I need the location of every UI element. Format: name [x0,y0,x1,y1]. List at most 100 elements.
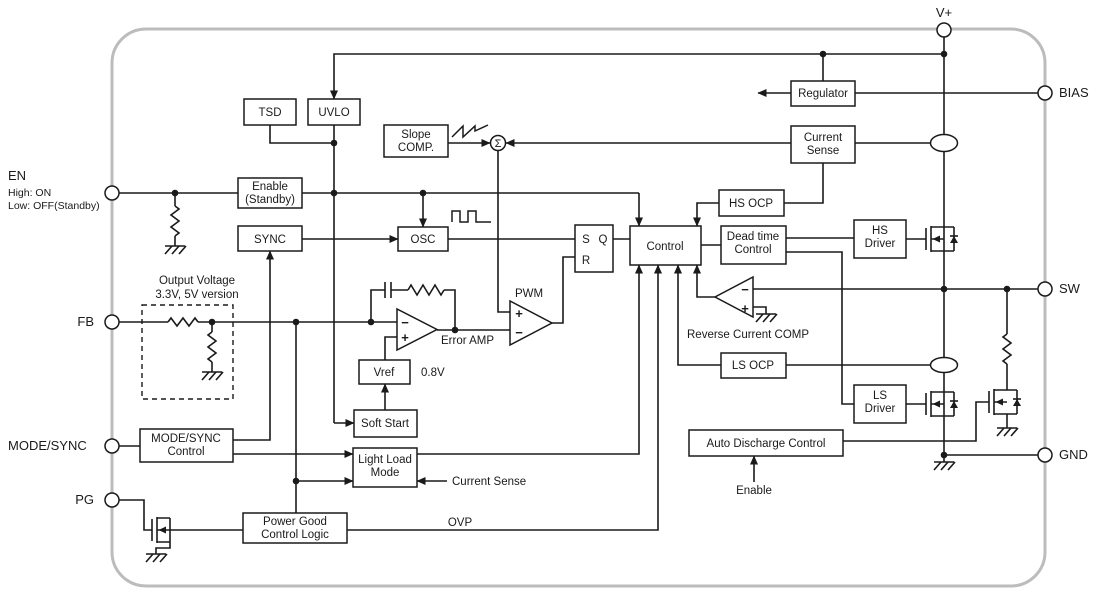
fb-divider-resistor-icon [206,331,218,363]
enable-input-label: Enable [736,485,772,497]
block-dead-time-label1: Dead time [727,231,779,243]
discharge-mosfet-icon [988,388,1022,416]
pin-sw: SW [1037,281,1081,297]
block-mode-sync-control: MODE/SYNC Control [139,428,234,463]
pin-bias-label: BIAS [1059,85,1089,100]
pin-pg: PG [75,492,120,508]
gnd-rail-ground-icon [933,461,956,471]
block-auto-discharge-label: Auto Discharge Control [707,438,826,450]
latch-s-label: S [582,234,590,246]
block-dead-time-control: Dead time Control [720,225,787,265]
pwm-comparator-icon: + − [509,299,554,347]
latch-r-label: R [582,255,590,267]
block-hs-ocp: HS OCP [718,189,785,217]
block-llm-label1: Light Load [358,454,412,466]
feedback-capacitor-icon [384,282,392,298]
block-osc-label: OSC [411,234,436,246]
revcomp-plus: + [741,301,749,316]
block-ls-driver-label1: LS [873,390,887,402]
pin-fb: FB [77,314,120,330]
block-mode-sync-label1: MODE/SYNC [151,433,221,445]
block-slope-comp-label1: Slope [401,129,430,141]
block-osc: OSC [397,226,449,252]
external-divider-dashed-box [141,304,234,400]
block-control-label: Control [646,241,683,253]
block-light-load-mode: Light Load Mode [352,447,418,488]
pin-en-note-high: High: ON [8,187,51,199]
pin-gnd-label: GND [1059,447,1088,462]
current-sense-input-label: Current Sense [452,476,526,488]
block-regulator-label: Regulator [798,88,848,100]
block-sync-label: SYNC [254,234,286,246]
block-power-good: Power Good Control Logic [242,512,348,544]
block-hs-driver-label2: Driver [865,238,896,250]
pwm-plus: + [515,306,523,321]
pin-en-label: EN [8,168,26,183]
block-mode-sync-label2: Control [167,446,204,458]
pin-pg-label: PG [75,492,94,507]
block-control: Control [629,225,702,266]
revcomp-minus: − [741,282,749,297]
block-power-good-label2: Control Logic [261,529,329,541]
block-soft-start: Soft Start [353,409,418,438]
block-vref-label: Vref [374,367,395,379]
error-amp-icon: − + [396,307,439,352]
block-tsd-label: TSD [259,107,282,119]
block-current-sense-label1: Current [804,132,843,144]
block-soft-start-label: Soft Start [361,418,410,430]
block-sr-latch: S Q R [574,224,614,273]
error-amp-minus: − [401,315,409,330]
revcomp-ground-icon [755,313,778,323]
block-slope-comp: Slope COMP. [383,124,449,158]
block-hs-ocp-label: HS OCP [729,198,773,210]
block-power-good-label1: Power Good [263,516,327,528]
block-current-sense: Current Sense [790,125,856,164]
square-wave-icon [451,210,491,223]
fb-ground-icon [201,371,224,381]
en-resistor-icon [169,205,181,237]
reverse-current-comp-label: Reverse Current COMP [687,329,809,341]
ls-mosfet-icon [925,390,959,418]
pin-vplus: V+ [936,5,952,38]
en-ground-icon [164,245,187,255]
output-voltage-note-line2: 3.3V, 5V version [155,289,238,301]
ovp-label: OVP [448,517,473,529]
block-dead-time-label2: Control [734,244,771,256]
block-ls-ocp: LS OCP [720,352,787,379]
block-tsd: TSD [243,98,297,126]
block-ls-driver-label2: Driver [865,403,896,415]
pin-mode-sync: MODE/SYNC [8,438,120,454]
junction-dots [171,50,1011,485]
hs-current-sense-ellipse-icon [929,133,959,153]
latch-q-label: Q [599,234,608,246]
sigma-summing-icon: Σ [489,134,507,152]
block-enable-label2: (Standby) [245,194,295,206]
block-llm-label2: Mode [371,467,400,479]
pin-gnd: GND [1037,447,1088,463]
hs-mosfet-icon [925,225,959,253]
output-voltage-note-line1: Output Voltage [159,275,235,287]
discharge-ground-icon [996,427,1019,437]
block-ls-driver: LS Driver [853,384,907,424]
block-auto-discharge: Auto Discharge Control [688,429,844,457]
sawtooth-icon [451,124,489,139]
discharge-resistor-icon [1001,333,1013,365]
block-enable-standby: Enable (Standby) [237,177,303,209]
pg-mosfet-icon [151,517,171,543]
block-hs-driver: HS Driver [853,219,907,259]
feedback-resistor-icon [407,283,445,297]
block-uvlo-label: UVLO [318,107,349,119]
pin-en: EN High: ON Low: OFF(Standby) [8,168,120,212]
pwm-label: PWM [515,288,543,300]
pin-mode-sync-label: MODE/SYNC [8,438,87,453]
pin-bias: BIAS [1037,85,1089,101]
error-amp-label: Error AMP [441,335,494,347]
pin-en-note-low: Low: OFF(Standby) [8,200,100,212]
block-sync: SYNC [237,225,303,252]
ls-current-sense-ellipse-icon [929,356,959,374]
block-vref: Vref [358,359,411,385]
block-hs-driver-label1: HS [872,225,888,237]
pin-fb-label: FB [77,314,94,329]
block-slope-comp-label2: COMP. [398,142,434,154]
